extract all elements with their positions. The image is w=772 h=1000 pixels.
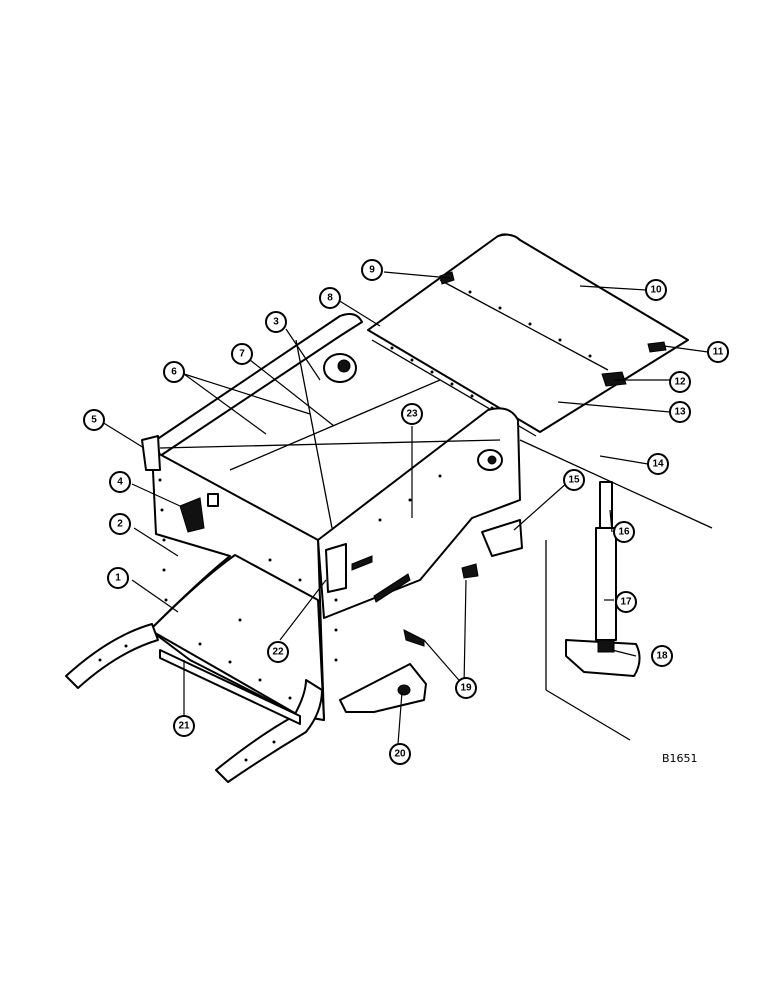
svg-text:5: 5 [91,415,97,426]
callout-15: 15 [563,469,585,491]
callout-1: 1 [107,567,129,589]
svg-text:3: 3 [273,317,279,328]
callout-14: 14 [647,453,669,475]
bottom-rail [159,649,301,725]
callout-2: 2 [109,513,131,535]
callout-3: 3 [265,311,287,333]
svg-text:20: 20 [394,749,406,760]
callout-6: 6 [163,361,185,383]
svg-text:23: 23 [406,409,418,420]
callout-7: 7 [231,343,253,365]
svg-text:15: 15 [568,475,580,486]
svg-text:13: 13 [674,407,686,418]
svg-text:1: 1 [115,573,121,584]
callout-20: 20 [389,743,411,765]
svg-text:19: 19 [460,683,472,694]
svg-text:6: 6 [171,367,177,378]
callout-5: 5 [83,409,105,431]
rod [519,439,713,529]
svg-text:2: 2 [117,519,123,530]
svg-text:11: 11 [713,347,724,358]
callout-17: 17 [615,591,637,613]
svg-text:14: 14 [652,459,664,470]
callout-9: 9 [361,259,383,281]
svg-text:22: 22 [272,647,284,658]
skid-runners [65,623,323,783]
drawing-code: B1651 [662,752,698,765]
hitch-bracket [339,563,479,713]
housing-rivets [158,474,442,700]
leader-lines [101,271,709,745]
hood-holes [390,290,592,422]
callout-10: 10 [645,279,667,301]
callout-23: 23 [401,403,423,425]
callout-21: 21 [173,715,195,737]
svg-text:9: 9 [369,265,375,276]
jack-stand [545,481,641,741]
callout-4: 4 [109,471,131,493]
callout-16: 16 [613,521,635,543]
svg-text:8: 8 [327,293,333,304]
svg-text:12: 12 [674,377,686,388]
callout-12: 12 [669,371,691,393]
callout-13: 13 [669,401,691,423]
callouts: 1 2 3 4 5 6 7 8 9 10 11 12 13 14 15 16 1… [83,259,729,765]
svg-text:21: 21 [178,721,190,732]
callout-19: 19 [455,677,477,699]
svg-text:10: 10 [650,285,662,296]
svg-text:16: 16 [618,527,630,538]
callout-18: 18 [651,645,673,667]
svg-text:4: 4 [117,477,123,488]
svg-text:17: 17 [620,597,632,608]
callout-22: 22 [267,641,289,663]
svg-text:18: 18 [656,651,668,662]
svg-text:7: 7 [239,349,245,360]
callout-11: 11 [707,341,729,363]
callout-8: 8 [319,287,341,309]
